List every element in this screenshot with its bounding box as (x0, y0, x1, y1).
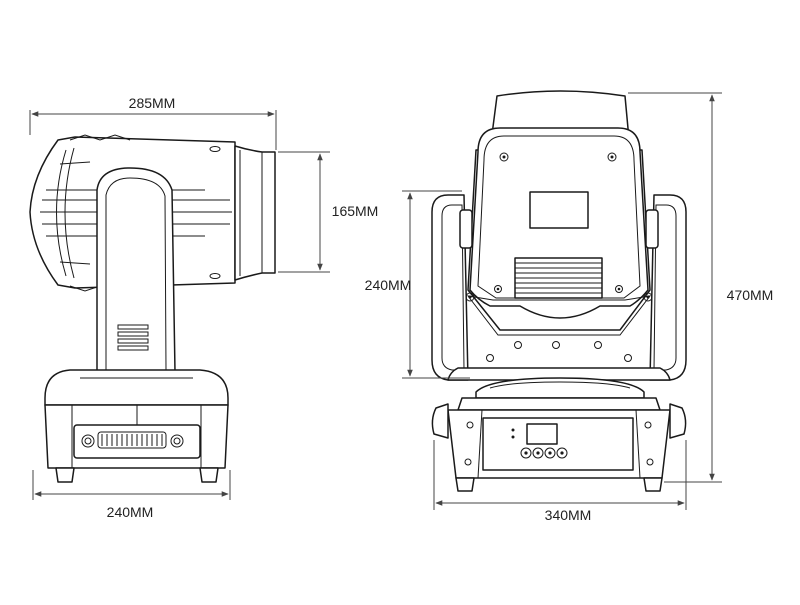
head-label-window (529, 191, 589, 229)
dim-side-base-width: 240MM (32, 470, 231, 520)
dim-label-240-base: 240MM (107, 504, 154, 520)
dim-label-240-body: 240MM (365, 277, 412, 293)
dim-head-height: 165MM (278, 151, 379, 273)
front-view-head (459, 90, 659, 362)
dim-body-height: 240MM (365, 190, 470, 379)
dim-label-340: 340MM (545, 507, 592, 523)
head-screws (465, 152, 653, 362)
dim-front-base-width: 340MM (433, 440, 687, 523)
side-view-yoke-arm (96, 167, 176, 373)
dim-label-470: 470MM (727, 287, 774, 303)
front-view: 240MM 470MM 340MM (365, 90, 774, 523)
dim-total-height: 470MM (628, 92, 774, 483)
front-view-turntable (475, 377, 645, 399)
dim-label-285: 285MM (129, 95, 176, 111)
control-panel (482, 417, 634, 471)
base-vent-ridges (97, 431, 167, 449)
dim-label-165: 165MM (332, 203, 379, 219)
dim-side-width-top: 285MM (29, 95, 277, 150)
front-view-yoke (431, 194, 687, 381)
front-view-base (431, 397, 687, 492)
side-view-base (44, 369, 229, 483)
control-buttons (520, 447, 568, 459)
lcd-display (526, 423, 558, 445)
head-vent-grille (514, 257, 603, 299)
side-view: 285MM 165MM 240MM (29, 95, 379, 520)
arm-vent-slots (117, 324, 149, 351)
